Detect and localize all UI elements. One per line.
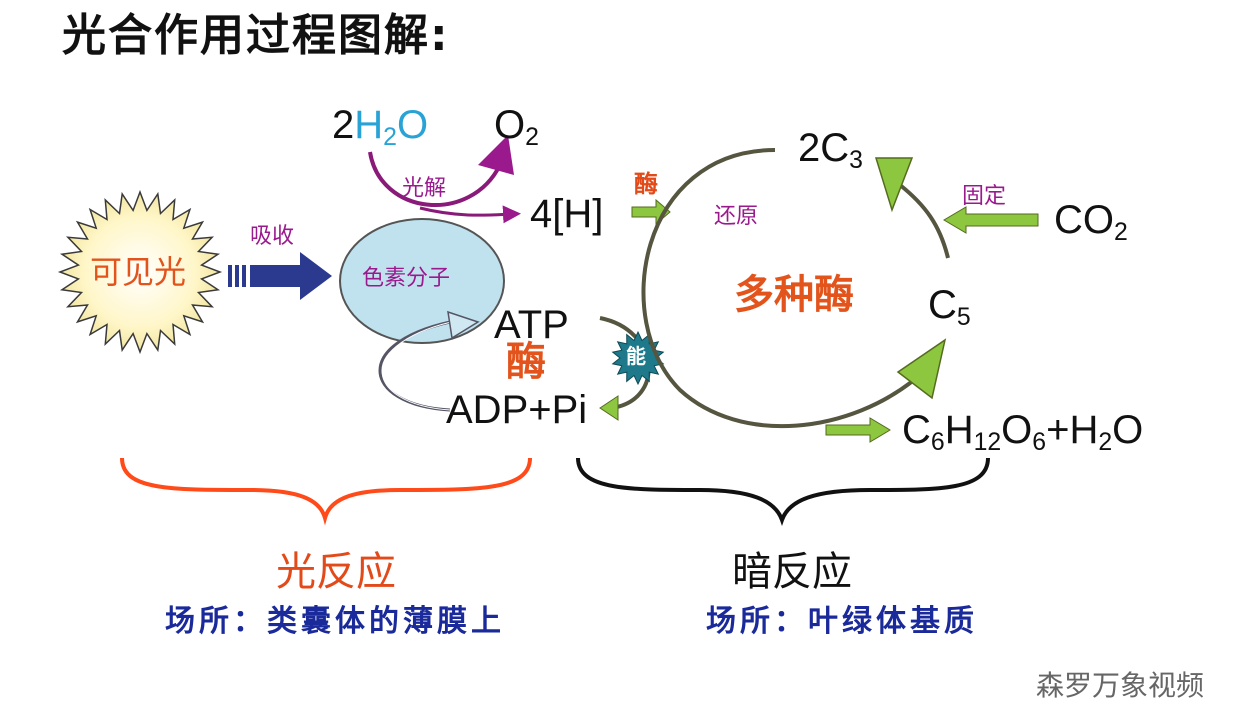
reduction-label: 还原 [714, 204, 759, 229]
co2-label: CO2 [1054, 198, 1128, 247]
photolysis-arrow [368, 151, 502, 207]
energy-badge-label: 能 [626, 344, 646, 368]
water-coef: 2 [332, 103, 355, 147]
adp-label: ADP+Pi [446, 388, 588, 432]
calvin-cycle-arc [641, 148, 922, 429]
absorb-label: 吸收 [250, 224, 295, 249]
glucose-label: C6H12O6+H2O [902, 408, 1144, 457]
c3-label: 2C3 [798, 126, 863, 175]
fixation-arrow [943, 206, 1039, 234]
pigment-label: 色素分子 [362, 266, 451, 291]
enzyme-mid-label: 酶 [506, 339, 546, 385]
watermark: 森罗万象视频 [1036, 669, 1205, 702]
light-reaction-site: 场所：类囊体的薄膜上 [165, 604, 505, 639]
sun-icon [57, 189, 223, 355]
light-reaction-title: 光反应 [276, 549, 396, 595]
c5-label: C5 [928, 283, 971, 332]
glucose-arrow [825, 417, 891, 443]
dark-reaction-site: 场所：叶绿体基质 [706, 604, 978, 639]
light-source-label: 可见光 [90, 253, 187, 291]
dark-reaction-title: 暗反应 [732, 549, 852, 595]
oxygen-molecule: O2 [494, 103, 539, 152]
water-molecule: 2H2O [332, 103, 429, 152]
many-enzymes-label: 多种酶 [734, 272, 854, 318]
hydrogen-label: 4[H] [530, 192, 604, 236]
c5-to-c3-arc [898, 183, 950, 259]
atp-label: ATP [494, 303, 569, 347]
light-reaction-brace [120, 457, 532, 526]
fixation-label: 固定 [962, 184, 1007, 209]
enzyme-top-label: 酶 [634, 170, 658, 198]
page-title: 光合作用过程图解: [62, 10, 450, 61]
pigment-ellipse [339, 218, 505, 344]
absorb-arrow [228, 252, 332, 300]
photolysis-label: 光解 [402, 176, 447, 201]
hydrogen-arrow [419, 205, 521, 224]
dark-reaction-brace [576, 457, 990, 527]
water-h: H2O [354, 103, 429, 152]
